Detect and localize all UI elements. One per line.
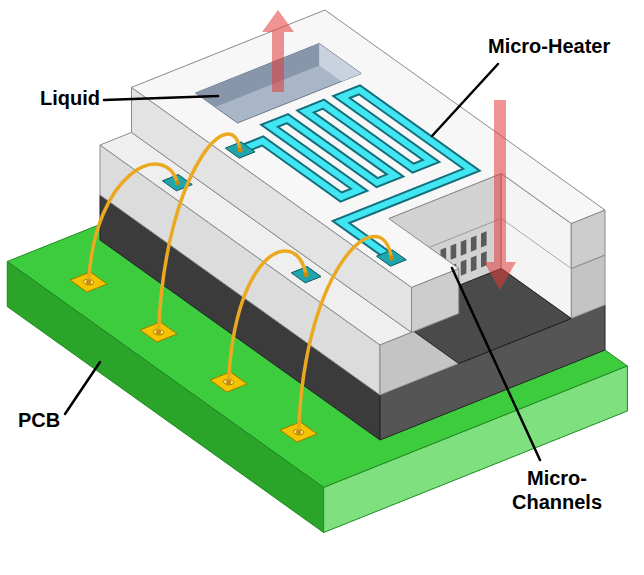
wire-bond: [175, 180, 180, 185]
leader-line: [432, 64, 498, 136]
leader-line: [452, 268, 540, 460]
part-label: Liquid: [40, 86, 100, 110]
flow-arrow-out: [262, 10, 294, 92]
flow-arrow-in: [484, 100, 516, 290]
bond-wire: [299, 237, 392, 432]
wire-bond: [156, 330, 161, 335]
wire-bond: [238, 148, 243, 153]
leader-line: [104, 96, 218, 100]
wire-bond: [389, 256, 394, 261]
heater-trace: [229, 90, 522, 258]
micro-heater: [221, 90, 529, 266]
wire-bonds: [86, 148, 394, 435]
wire-bond: [86, 280, 91, 285]
wire-bond: [304, 272, 309, 277]
micro-channel: [471, 235, 477, 251]
top-layer: [132, 10, 606, 332]
bond-wire: [159, 134, 241, 332]
micro-channel: [481, 251, 487, 267]
bond-wire: [229, 251, 307, 382]
heater-trace-outline: [229, 90, 522, 258]
micro-channel: [461, 239, 467, 255]
wire-bond: [296, 430, 301, 435]
micro-channel: [451, 244, 457, 260]
slot-wall: [196, 43, 320, 115]
micro-channel: [461, 259, 467, 275]
bond-wires: [89, 134, 392, 432]
micro-channel: [471, 255, 477, 271]
layer-seam: [501, 219, 571, 269]
wire-bond: [226, 380, 231, 385]
part-label: Micro- Channels: [505, 466, 609, 514]
part-label: PCB: [18, 408, 60, 432]
micro-channel: [481, 231, 487, 247]
part-label: Micro-Heater: [488, 34, 610, 58]
leader-lines: [65, 64, 540, 460]
leader-line: [65, 362, 100, 414]
